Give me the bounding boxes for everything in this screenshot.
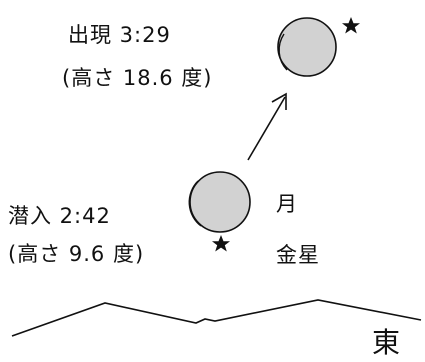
horizon-line [11, 299, 422, 337]
motion-arrow [247, 92, 287, 161]
star-icon [212, 235, 230, 252]
moon-immersion [188, 171, 251, 252]
venus-label: 金星 [276, 243, 320, 267]
motion-arrow-head [271, 92, 287, 110]
motion-arrow-shaft [247, 96, 286, 161]
immersion-time-label: 潜入 2:42 [8, 204, 111, 228]
moon-disc-lower [189, 171, 251, 233]
moon-limb-lower [188, 180, 202, 227]
star-icon [342, 17, 360, 34]
immersion-altitude-label: (高さ 9.6 度) [8, 242, 145, 266]
moon-disc-upper [277, 17, 337, 77]
direction-east-label: 東 [372, 326, 402, 359]
moon-reappearance [277, 17, 360, 77]
moon-label: 月 [276, 192, 298, 216]
moon-limb-upper [278, 33, 288, 71]
reappearance-altitude-label: (高さ 18.6 度) [62, 66, 213, 90]
reappearance-time-label: 出現 3:29 [68, 23, 171, 47]
